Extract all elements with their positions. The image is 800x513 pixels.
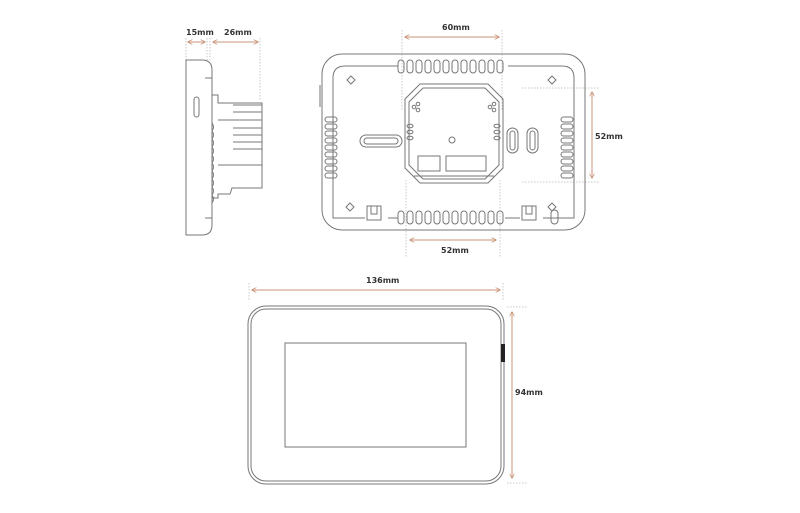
back-mount-slot-left: [359, 134, 403, 148]
back-mount-slot-right-2: [526, 127, 539, 154]
side-extension-lines: [185, 38, 261, 100]
front-side-button: [501, 344, 505, 362]
front-inner-bezel: [250, 308, 502, 482]
dim-label-94mm: 94mm: [515, 388, 543, 397]
side-ribs: [211, 122, 214, 204]
dim-label-52mm-right: 52mm: [595, 132, 623, 141]
back-view: [319, 30, 600, 258]
back-clip-left: [366, 205, 382, 221]
dim-label-52mm-bottom: 52mm: [441, 246, 469, 255]
side-front-body: [185, 59, 213, 236]
back-clip-right: [521, 205, 537, 221]
front-view: [247, 283, 527, 485]
dim-label-26mm: 26mm: [224, 28, 252, 37]
front-extension-lines: [248, 283, 527, 484]
back-latch: [550, 209, 559, 225]
back-center-hole: [448, 136, 456, 144]
side-back-module: [212, 94, 263, 199]
back-junction-octagon: [404, 83, 504, 184]
dim-label-60mm: 60mm: [442, 23, 470, 32]
front-screen: [284, 342, 467, 448]
side-button-slot: [193, 96, 200, 118]
dim-label-136mm: 136mm: [366, 276, 400, 285]
back-left-vents: [324, 116, 338, 179]
back-right-vents: [560, 116, 574, 179]
back-extension-lines: [401, 30, 600, 258]
side-view: [185, 38, 263, 236]
back-top-vents: [397, 59, 504, 74]
back-inner-rim: [332, 65, 575, 215]
back-bottom-vents: [397, 210, 504, 225]
side-terminal-pins: [233, 104, 262, 150]
back-side-tab: [319, 85, 322, 107]
back-outer-shell: [321, 53, 586, 231]
back-terminal-right: [445, 155, 487, 172]
back-terminal-left: [417, 155, 441, 172]
dim-label-15mm: 15mm: [186, 28, 214, 37]
back-octagon-pins: [406, 101, 501, 141]
front-outer-bezel: [247, 305, 505, 485]
back-mount-slot-right-1: [506, 127, 519, 154]
